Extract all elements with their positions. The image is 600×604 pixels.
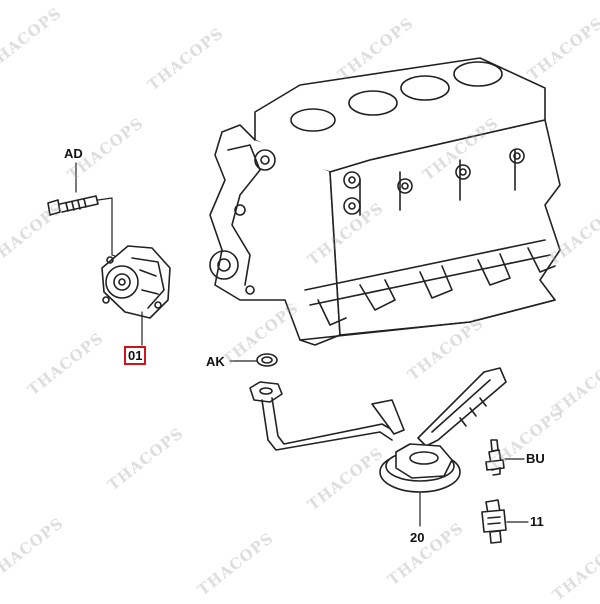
oil-pressure-switch-icon — [485, 439, 525, 476]
gasket-ring-icon — [229, 353, 278, 367]
callout-11[interactable]: 11 — [530, 514, 544, 529]
oil-sensor-icon — [481, 499, 529, 544]
callout-01-selected[interactable]: 01 — [124, 346, 147, 365]
callout-ak[interactable]: AK — [206, 354, 225, 369]
engine-block-icon — [209, 57, 561, 346]
callout-20[interactable]: 20 — [410, 530, 425, 545]
callout-bu[interactable]: BU — [526, 451, 545, 466]
bolt-icon — [47, 162, 121, 259]
oil-pump-icon — [101, 245, 171, 346]
callout-ad[interactable]: AD — [64, 146, 83, 161]
oil-strainer-pipe-icon — [249, 367, 507, 527]
